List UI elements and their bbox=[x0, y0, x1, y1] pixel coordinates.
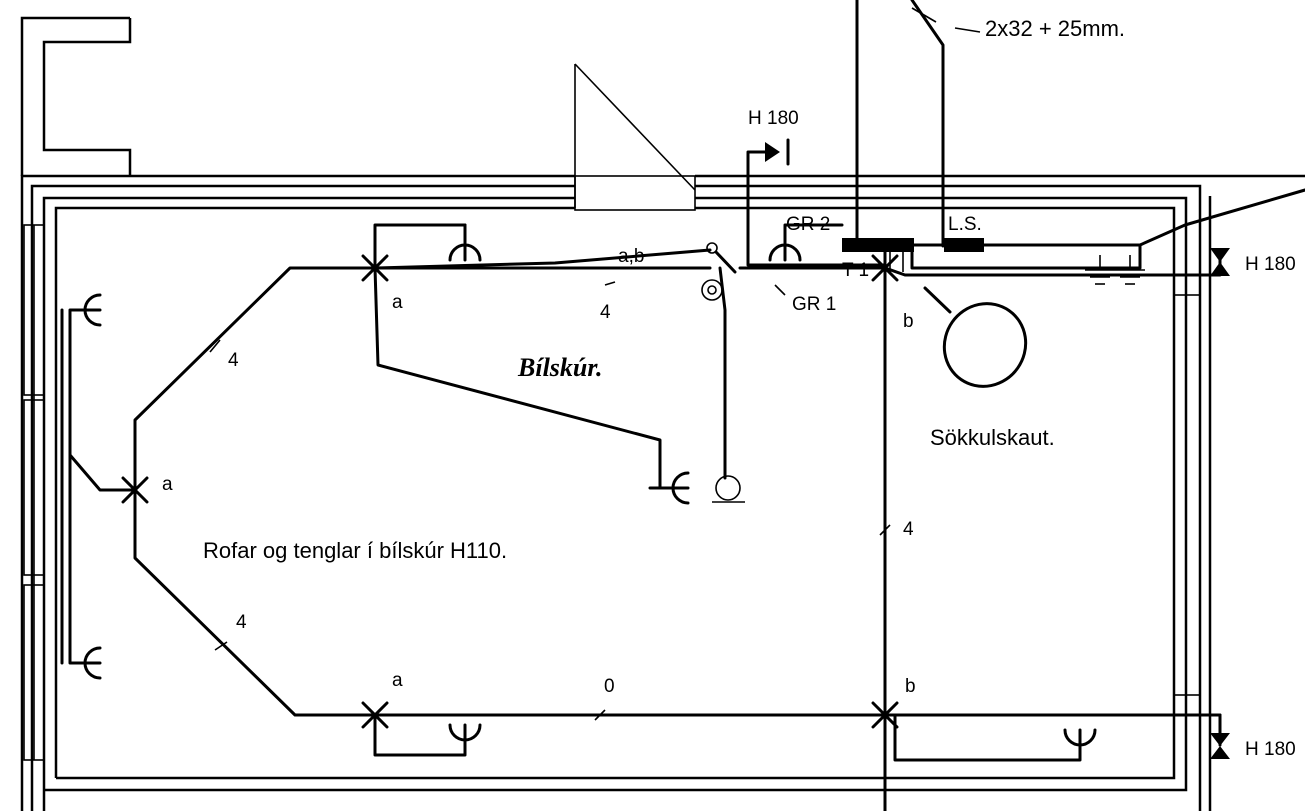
switch-ab bbox=[706, 242, 737, 274]
fixture-label-a-bottom: a bbox=[392, 670, 403, 691]
h180-fixture-top bbox=[765, 138, 790, 166]
cable-spec-label: 2x32 + 25mm. bbox=[985, 16, 1125, 41]
distribution-board bbox=[842, 188, 1305, 285]
outlet-left-upper bbox=[83, 293, 102, 327]
wire-count-left-lower: 4 bbox=[236, 612, 247, 633]
fixture-label-b-top: b bbox=[903, 311, 914, 332]
h180-label-right: H 180 bbox=[1245, 254, 1296, 275]
outlet-center bbox=[648, 471, 690, 505]
h180-label-top: H 180 bbox=[748, 108, 799, 129]
fixture-label-a-left: a bbox=[162, 474, 173, 495]
light-fixture-a-bottom bbox=[361, 701, 389, 729]
t1-label: T 1 bbox=[842, 260, 869, 281]
wire-count-top-run: 4 bbox=[600, 302, 611, 323]
h180-fixture-right bbox=[1210, 248, 1230, 276]
wire-count-left-upper: 4 bbox=[228, 350, 239, 371]
wiring bbox=[60, 150, 1222, 811]
wire-count-bottom-run: 0 bbox=[604, 676, 615, 697]
ground-electrode-symbol bbox=[942, 302, 1028, 388]
light-fixture-b-bottom bbox=[871, 701, 899, 729]
light-fixture-a-left bbox=[121, 476, 149, 504]
outlet-gr2 bbox=[768, 243, 802, 262]
outlet-bottom-right bbox=[1063, 728, 1097, 747]
ab-switch-label: a,b bbox=[618, 246, 644, 267]
h180-label-bottom: H 180 bbox=[1245, 739, 1296, 760]
outlet-top-left bbox=[448, 243, 482, 262]
gr1-label: GR 1 bbox=[792, 294, 836, 315]
outlet-bottom-left bbox=[448, 723, 482, 742]
wire-ticks bbox=[209, 281, 891, 721]
service-cable bbox=[855, 0, 981, 248]
fixture-label-a-top: a bbox=[392, 292, 403, 313]
light-fixture-b-top bbox=[871, 254, 899, 282]
lamp-symbol bbox=[712, 475, 745, 503]
ground-symbol bbox=[1085, 255, 1145, 285]
walls bbox=[20, 16, 1305, 811]
wire-count-center-vertical: 4 bbox=[903, 519, 914, 540]
switches-outlets-note: Rofar og tenglar í bílskúr H110. bbox=[203, 538, 507, 563]
room-title: Bílskúr. bbox=[517, 353, 603, 382]
fixture-label-b-bottom: b bbox=[905, 676, 916, 697]
gr2-label: GR 2 bbox=[786, 214, 830, 235]
outlet-left-lower bbox=[83, 646, 102, 680]
motor-symbol bbox=[701, 279, 723, 301]
ls-label: L.S. bbox=[948, 214, 982, 235]
light-fixture-a-top bbox=[361, 254, 389, 282]
h180-fixture-bottom bbox=[1210, 733, 1230, 759]
ground-electrode-label: Sökkulskaut. bbox=[930, 425, 1055, 450]
